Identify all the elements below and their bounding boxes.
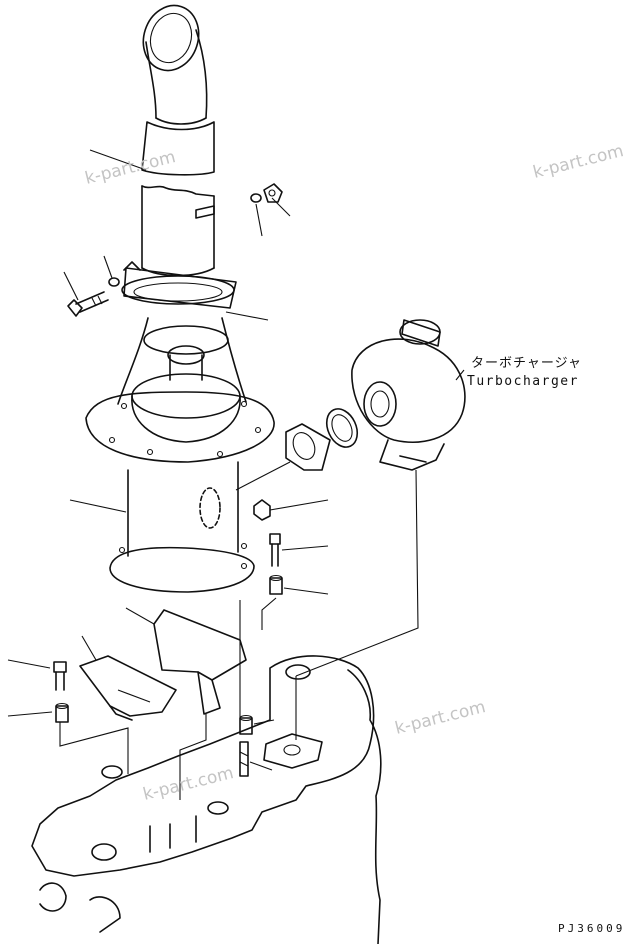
turbo-gasket: [285, 408, 359, 471]
leader-lines: [7, 149, 465, 800]
turbocharger-label-en: Turbocharger: [467, 374, 579, 389]
exhaust-manifold: [31, 655, 382, 945]
figure-code: PJ36009: [558, 922, 626, 935]
hardware-washer-left: [108, 277, 120, 287]
hardware-bolt-left: [67, 291, 109, 317]
muffler-assembly: [85, 317, 275, 463]
turbocharger: [351, 319, 466, 471]
hardware-nut-top: [250, 183, 283, 203]
hardware-nut-mid: [253, 499, 271, 521]
turbocharger-label-jp: ターボチャージャ: [471, 356, 582, 371]
bracket-right: [153, 609, 247, 715]
hardware-stud-right: [239, 741, 249, 777]
pipe-clamp: [121, 261, 237, 309]
hardware-spacer-left: [55, 702, 69, 723]
muffler-body: [109, 461, 255, 593]
hardware-bolt-mid: [269, 533, 281, 567]
bracket-left: [79, 655, 177, 721]
hardware-spacer-mid: [269, 574, 283, 595]
exhaust-outlet-pipe: [141, 4, 215, 277]
hardware-bolt-left-low: [53, 661, 67, 691]
